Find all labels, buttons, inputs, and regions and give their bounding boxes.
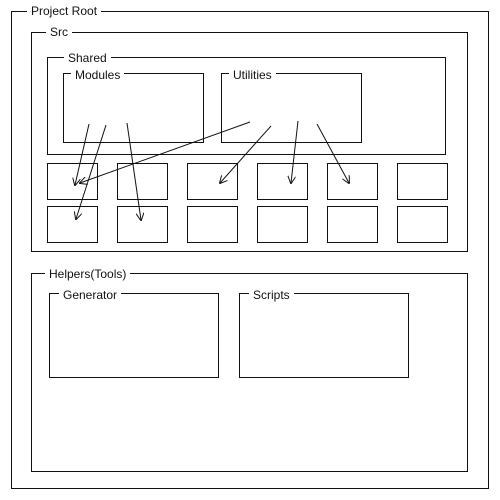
generator-label: Generator: [59, 288, 122, 302]
src-cell-r2-c5: [327, 206, 378, 243]
modules-box: [63, 73, 204, 143]
helpers-label: Helpers(Tools): [45, 267, 131, 281]
src-cell-r1-c2: [117, 163, 168, 200]
src-cell-r1-c4: [257, 163, 308, 200]
src-container: [31, 32, 468, 252]
utilities-box: [221, 73, 362, 143]
modules-label: Modules: [71, 68, 125, 82]
src-cell-r1-c3: [187, 163, 238, 200]
utilities-label: Utilities: [229, 68, 276, 82]
scripts-label: Scripts: [249, 288, 294, 302]
project-root-container: [11, 11, 489, 489]
generator-box: [49, 293, 219, 378]
shared-label: Shared: [64, 51, 111, 65]
src-cell-r2-c1: [47, 206, 98, 243]
scripts-box: [239, 293, 409, 378]
src-label: Src: [46, 25, 72, 39]
helpers-container: [31, 273, 468, 472]
src-cell-r1-c5: [327, 163, 378, 200]
src-cell-r2-c6: [397, 206, 448, 243]
src-cell-r1-c1: [47, 163, 98, 200]
src-cell-r1-c6: [397, 163, 448, 200]
src-cell-r2-c3: [187, 206, 238, 243]
project-root-label: Project Root: [27, 4, 102, 18]
src-cell-r2-c4: [257, 206, 308, 243]
src-cell-r2-c2: [117, 206, 168, 243]
